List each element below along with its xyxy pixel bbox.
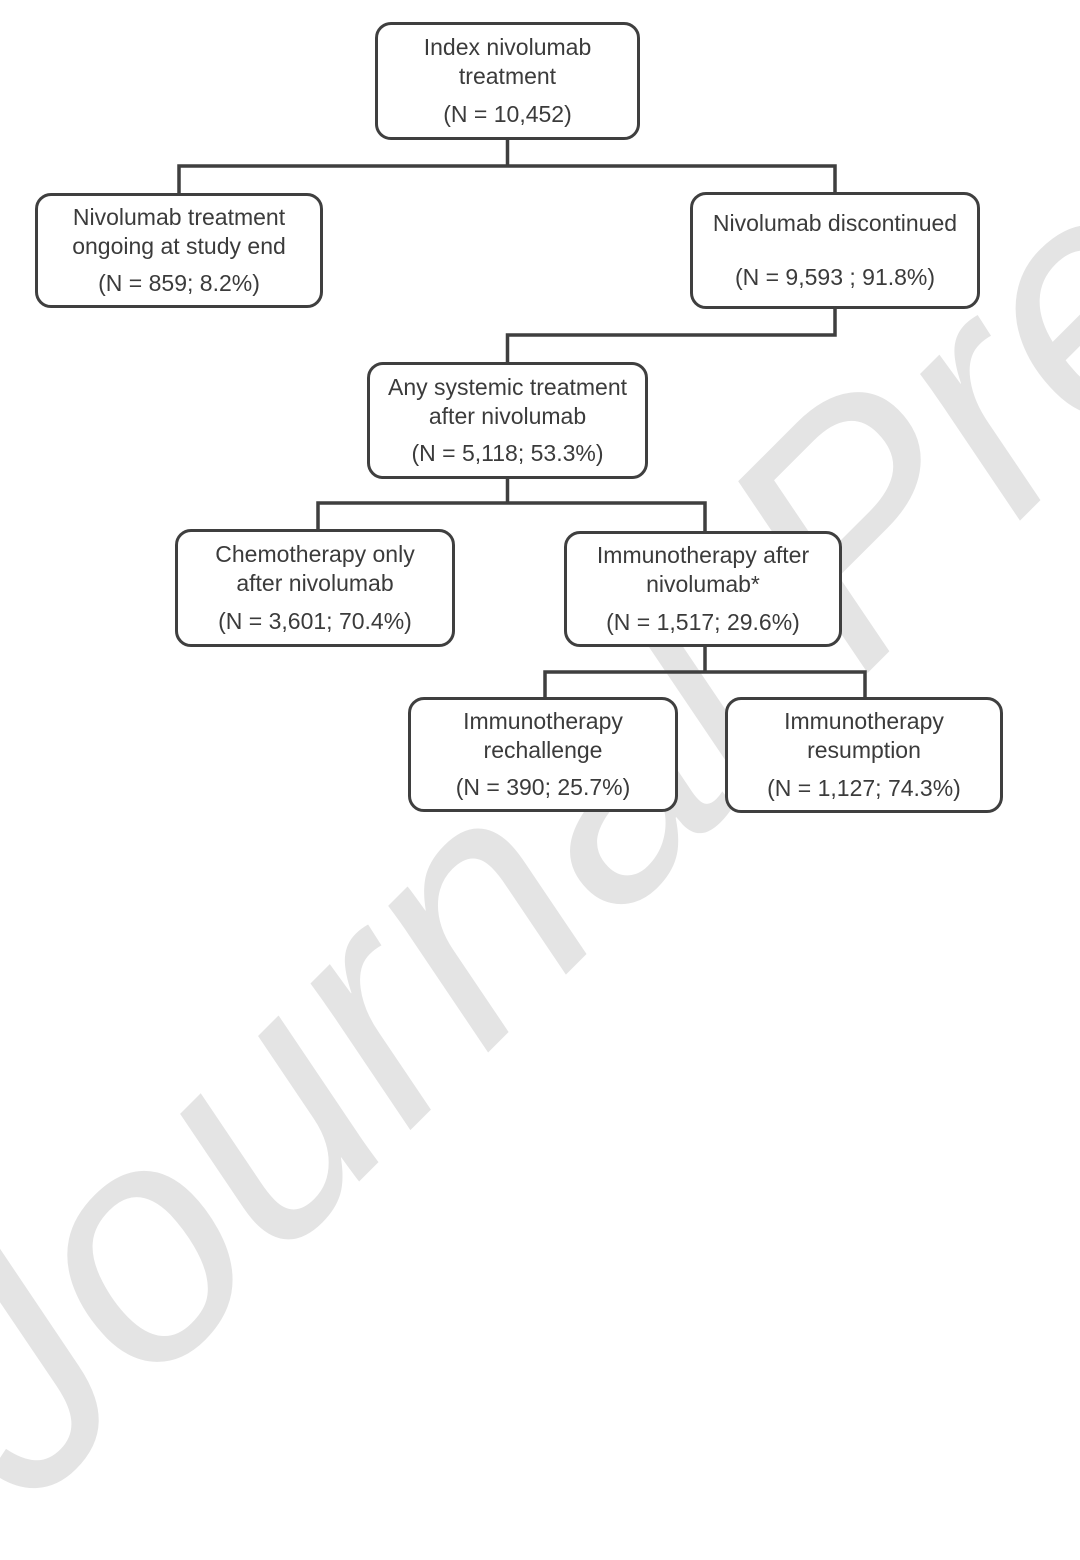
node-title: Immunotherapy rechallenge bbox=[463, 707, 623, 765]
node-title-line: rechallenge bbox=[483, 736, 603, 763]
node-title: Immunotherapy resumption bbox=[784, 707, 944, 765]
node-count: (N = 1,517; 29.6%) bbox=[606, 608, 800, 635]
node-count: (N = 1,127; 74.3%) bbox=[767, 774, 961, 801]
node-title-line: after nivolumab bbox=[236, 570, 394, 597]
node-count: (N = 10,452) bbox=[443, 100, 572, 127]
node-title-line: Nivolumab treatment bbox=[72, 203, 286, 230]
node-title: Nivolumab discontinued bbox=[713, 209, 957, 238]
node-index-nivolumab-treatment: Index nivolumab treatment (N = 10,452) bbox=[375, 22, 640, 140]
flowchart-connectors bbox=[177, 140, 867, 699]
connector-discontinued-to-anysystemic bbox=[505, 307, 837, 364]
node-title-line: resumption bbox=[807, 737, 921, 764]
node-title: Chemotherapy only after nivolumab bbox=[215, 540, 414, 598]
node-title-line: nivolumab* bbox=[646, 571, 760, 598]
node-chemotherapy-only: Chemotherapy only after nivolumab (N = 3… bbox=[175, 529, 455, 647]
node-title-line: Nivolumab discontinued bbox=[712, 210, 958, 237]
node-count: (N = 390; 25.7%) bbox=[455, 774, 631, 801]
node-title-line: Immunotherapy bbox=[463, 707, 623, 734]
node-count: (N = 3,601; 70.4%) bbox=[218, 607, 412, 634]
connector-immunoafter-to-branches bbox=[543, 670, 867, 699]
node-title-line: Immunotherapy after bbox=[596, 542, 810, 569]
node-title: Nivolumab treatment ongoing at study end bbox=[72, 203, 286, 261]
node-immunotherapy-after-nivolumab: Immunotherapy after nivolumab* (N = 1,51… bbox=[564, 531, 842, 647]
node-treatment-ongoing: Nivolumab treatment ongoing at study end… bbox=[35, 193, 323, 308]
node-title: Any systemic treatment after nivolumab bbox=[388, 373, 627, 431]
node-title-line: ongoing at study end bbox=[72, 232, 286, 259]
node-count: (N = 5,118; 53.3%) bbox=[411, 440, 604, 467]
node-title-line: treatment bbox=[458, 63, 557, 90]
node-immunotherapy-rechallenge: Immunotherapy rechallenge (N = 390; 25.7… bbox=[408, 697, 678, 812]
node-immunotherapy-resumption: Immunotherapy resumption (N = 1,127; 74.… bbox=[725, 697, 1003, 813]
node-title-line: Immunotherapy bbox=[784, 708, 944, 735]
node-title-line: Chemotherapy only bbox=[215, 541, 415, 568]
node-any-systemic-treatment: Any systemic treatment after nivolumab (… bbox=[367, 362, 648, 479]
node-title-line: after nivolumab bbox=[428, 402, 587, 429]
node-nivolumab-discontinued: Nivolumab discontinued (N = 9,593 ; 91.8… bbox=[690, 192, 980, 309]
node-title: Index nivolumab treatment bbox=[424, 33, 592, 91]
connector-anysystemic-to-branches bbox=[316, 501, 707, 532]
node-title-line: Index nivolumab bbox=[423, 34, 592, 61]
node-title-line: Any systemic treatment bbox=[387, 373, 628, 400]
node-title: Immunotherapy after nivolumab* bbox=[597, 541, 809, 599]
node-count: (N = 859; 8.2%) bbox=[98, 270, 260, 297]
connector-index-to-branches bbox=[177, 164, 837, 195]
node-count: (N = 9,593 ; 91.8%) bbox=[734, 264, 936, 290]
